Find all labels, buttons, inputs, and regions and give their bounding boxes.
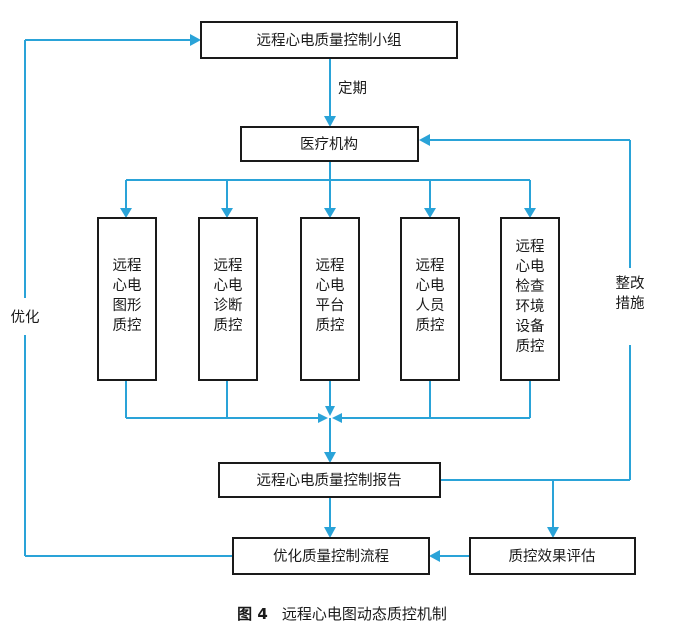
label-rectify-line-2: 措施 <box>616 295 645 312</box>
node-optimize-flow: 优化质量控制流程 <box>232 537 430 575</box>
edges <box>24 34 631 562</box>
node-institution-label: 医疗机构 <box>300 136 358 153</box>
label-optimize: 优化 <box>11 309 40 326</box>
qc-diagnosis-line: 质控 <box>214 317 243 334</box>
qc-diagnosis-line: 心电 <box>214 277 243 294</box>
qc-platform-line: 平台 <box>316 297 345 314</box>
node-optimize-flow-label: 优化质量控制流程 <box>273 548 389 565</box>
qc-environment-line: 远程 <box>516 238 545 255</box>
qc-image-line: 图形 <box>113 297 142 314</box>
qc-platform-line: 远程 <box>316 257 345 274</box>
node-institution: 医疗机构 <box>240 126 419 162</box>
figure-number: 图 4 <box>237 605 268 623</box>
qc-staff-line: 远程 <box>416 257 445 274</box>
figure-caption: 图 4 远程心电图动态质控机制 <box>0 603 684 624</box>
node-top-group: 远程心电质量控制小组 <box>200 21 458 59</box>
arrowhead-qc-diagnosis <box>221 208 233 218</box>
qc-platform-line: 心电 <box>316 277 345 294</box>
qc-environment-line: 检查 <box>516 278 545 295</box>
arrowhead-collect-top <box>325 406 335 416</box>
node-qc-staff: 远程 心电 人员 质控 <box>400 217 460 381</box>
arrowhead-optimize-left <box>429 550 440 562</box>
arrowhead-report <box>324 452 336 463</box>
label-rectify-line-1: 整改 <box>616 275 645 292</box>
node-qc-platform: 远程 心电 平台 质控 <box>300 217 360 381</box>
qc-environment-line: 质控 <box>516 338 545 355</box>
arrowhead-qc-environment <box>524 208 536 218</box>
figure-title: 远程心电图动态质控机制 <box>281 605 447 623</box>
label-periodic: 定期 <box>338 80 367 97</box>
arrowhead-qc-platform <box>324 208 336 218</box>
qc-image-line: 远程 <box>113 257 142 274</box>
flow-diagram: 定期 优化 整改 措施 远程心电质量控制小组 医疗机构 远程 心电 图形 质控 … <box>11 21 645 575</box>
arrowhead-optimize <box>324 527 336 538</box>
arrowhead-group <box>190 34 201 46</box>
arrowhead-evaluation <box>547 527 559 538</box>
qc-diagnosis-line: 远程 <box>214 257 243 274</box>
arrowhead-rectify <box>419 134 430 146</box>
qc-environment-line: 心电 <box>516 258 545 275</box>
qc-environment-line: 环境 <box>516 297 545 315</box>
qc-image-line: 心电 <box>113 277 142 294</box>
arrowhead-collect-left <box>318 413 328 423</box>
arrowhead-collect-right <box>332 413 342 423</box>
qc-image-line: 质控 <box>113 317 142 334</box>
node-qc-diagnosis: 远程 心电 诊断 质控 <box>198 217 258 381</box>
qc-staff-line: 质控 <box>416 317 445 334</box>
node-evaluation: 质控效果评估 <box>469 537 636 575</box>
node-report-label: 远程心电质量控制报告 <box>257 472 402 489</box>
node-top-group-label: 远程心电质量控制小组 <box>257 32 402 49</box>
qc-environment-line: 设备 <box>516 318 545 335</box>
node-qc-environment: 远程 心电 检查 环境 设备 质控 <box>500 217 560 381</box>
node-qc-image: 远程 心电 图形 质控 <box>97 217 157 381</box>
qc-diagnosis-line: 诊断 <box>214 297 243 314</box>
node-report: 远程心电质量控制报告 <box>218 462 441 498</box>
node-evaluation-label: 质控效果评估 <box>509 548 596 565</box>
qc-staff-line: 人员 <box>416 297 445 314</box>
arrowhead-qc-image <box>120 208 132 218</box>
arrowhead-qc-staff <box>424 208 436 218</box>
qc-platform-line: 质控 <box>316 317 345 334</box>
qc-staff-line: 心电 <box>416 277 445 294</box>
arrowhead-institution <box>324 116 336 127</box>
